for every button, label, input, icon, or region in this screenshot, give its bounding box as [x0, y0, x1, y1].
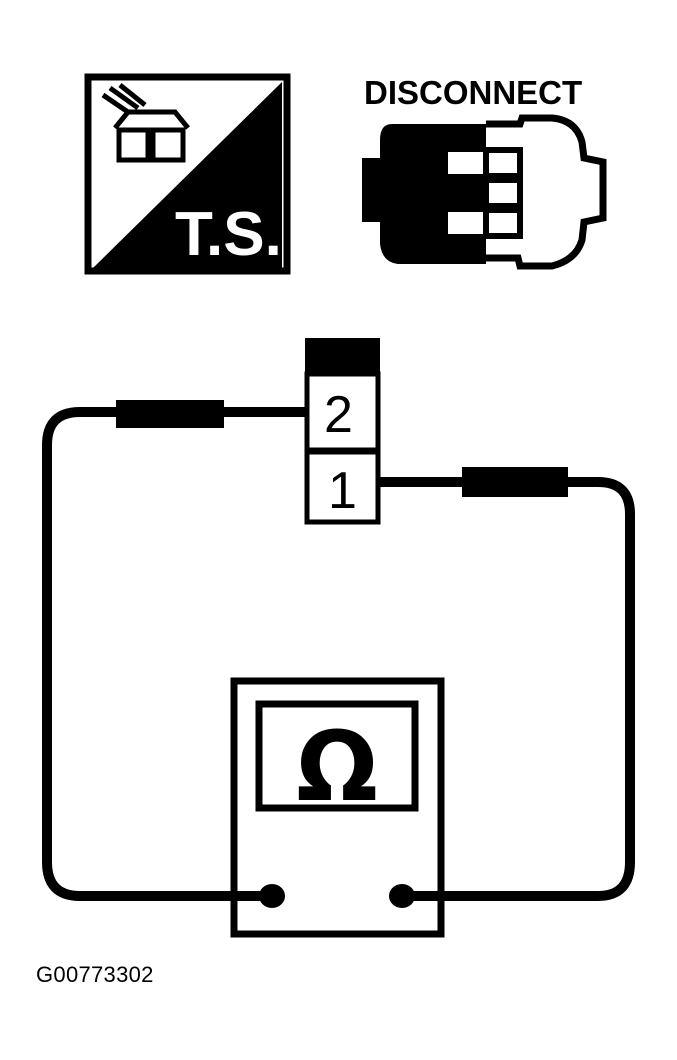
probe-right — [462, 467, 568, 497]
connector-block: 2 1 — [304, 338, 381, 525]
figure-id: G00773302 — [36, 962, 154, 987]
ohm-symbol: Ω — [296, 711, 378, 823]
plug-left-half — [362, 124, 486, 264]
test-lead-right — [380, 467, 635, 901]
terminal-right — [389, 884, 415, 908]
test-lead-left — [42, 400, 305, 901]
probe-left — [116, 400, 224, 428]
ts-icon: T.S. — [84, 73, 291, 275]
terminal-left — [259, 884, 285, 908]
pin-1-cell — [304, 449, 381, 525]
pin-2-cell — [304, 371, 381, 453]
connector-glyph-icon — [101, 83, 190, 163]
disconnect-icon: DISCONNECT — [362, 74, 607, 270]
disconnect-label: DISCONNECT — [364, 74, 582, 111]
meter-display — [255, 700, 419, 812]
ts-label: T.S. — [175, 200, 282, 269]
ohmmeter: Ω — [230, 677, 445, 938]
pin-2-label: 2 — [324, 386, 353, 444]
pin-1-label: 1 — [328, 462, 357, 520]
